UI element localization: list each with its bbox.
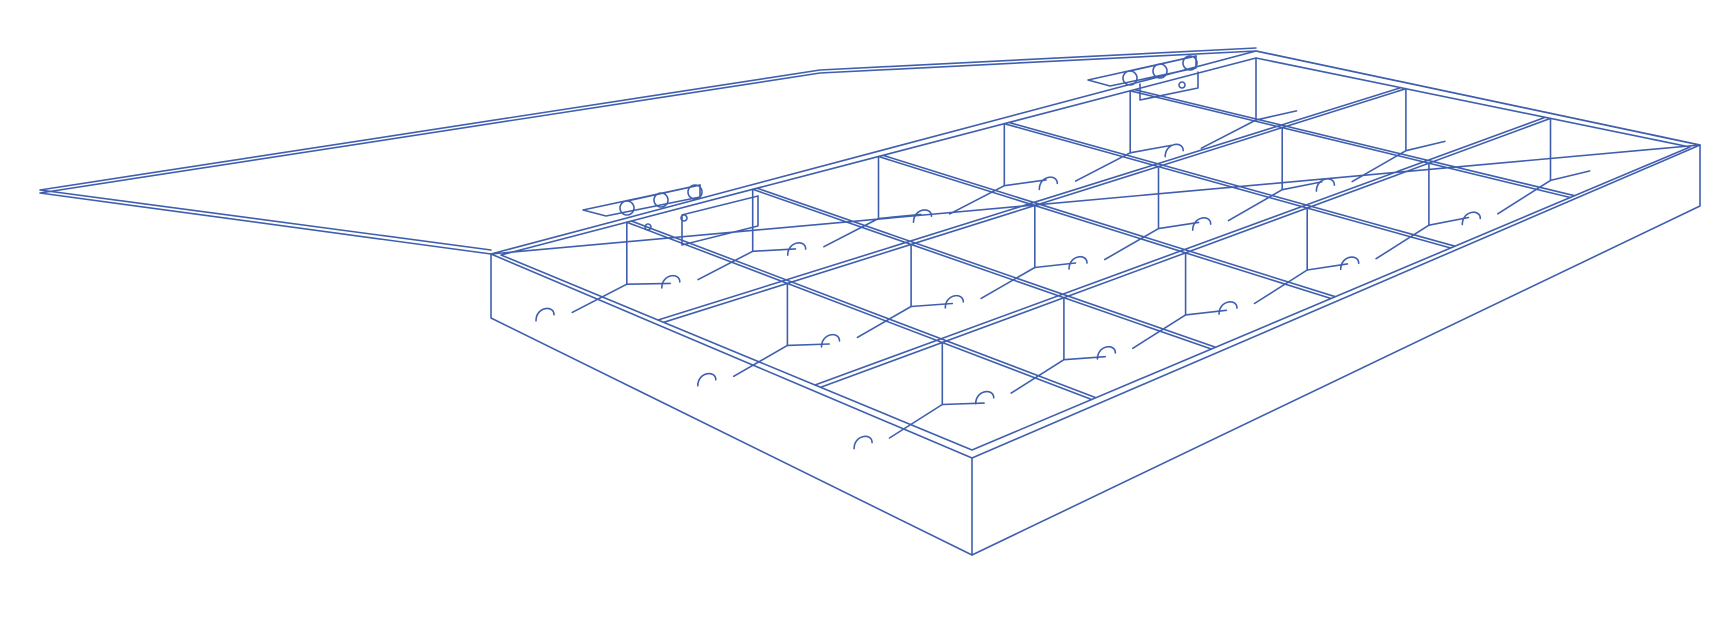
column-divider <box>1129 90 1572 199</box>
compartment-floor-line <box>941 402 985 406</box>
compartment-floor-line <box>1497 179 1552 215</box>
finger-notch <box>1461 211 1482 226</box>
compartment-floor-line <box>948 184 1006 215</box>
finger-notch <box>786 242 807 256</box>
compartment-floor-line <box>1074 152 1131 182</box>
lid <box>39 47 1701 255</box>
finger-notch <box>1096 346 1117 360</box>
hinge-knuckle <box>1182 55 1198 71</box>
hinge-screw <box>644 223 652 231</box>
finger-notch <box>535 307 555 322</box>
compartment-floor-line <box>786 343 831 347</box>
column-divider-edge <box>630 220 1097 399</box>
compartment-floor-line <box>1132 314 1187 350</box>
hinge-knuckle <box>687 184 703 200</box>
compartment-floor-line <box>1010 358 1065 394</box>
finger-notch <box>697 372 717 387</box>
compartment-floor-line <box>1200 119 1257 149</box>
finger-notch <box>1068 256 1088 270</box>
compartment-floor-line <box>1157 221 1200 230</box>
column-divider-edge <box>756 187 1217 349</box>
finger-notch <box>853 435 873 450</box>
column-divider-edge <box>882 154 1337 298</box>
finger-notch <box>912 209 933 223</box>
compartment-floor-line <box>856 305 912 339</box>
compartment-floor-line <box>1375 224 1430 260</box>
finger-notch <box>661 274 681 289</box>
finger-notch <box>974 390 995 405</box>
finger-notch <box>820 333 841 348</box>
compartment-floor-line <box>1227 188 1283 222</box>
compartment-floor-line <box>1281 181 1323 191</box>
hinge-leaf-box <box>681 195 759 246</box>
finger-notch <box>1038 176 1059 191</box>
compartment-floor-line <box>1549 170 1591 182</box>
lid-outline <box>39 50 1701 255</box>
compartment-back-walls <box>571 57 1591 439</box>
column-divider <box>751 188 1213 350</box>
hinge-screw <box>1178 81 1186 89</box>
hinge-icon <box>1087 55 1199 101</box>
finger-notch <box>944 294 965 309</box>
compartment-floor-line <box>1405 140 1446 152</box>
compartment-floor-line <box>1034 262 1077 269</box>
finger-notch <box>1218 301 1238 315</box>
compartment-dividers <box>625 86 1576 401</box>
hinge-knuckle <box>619 200 635 216</box>
hinge-pin <box>626 184 701 202</box>
finger-notch <box>1339 256 1360 271</box>
compartment-floor-line <box>1063 355 1106 361</box>
finger-notch <box>1315 178 1336 192</box>
hinge-icon <box>582 184 759 246</box>
compartment-floor-line <box>877 213 922 220</box>
lid-edge-thickness <box>39 47 1257 251</box>
compartment-floor-line <box>625 282 672 286</box>
finger-notches <box>535 143 1482 450</box>
rim-top-inner <box>500 57 1691 451</box>
hinge-knuckle <box>1122 70 1138 86</box>
hinge-screw <box>680 214 688 222</box>
hinge-right <box>1087 55 1199 101</box>
hinge-left <box>582 184 759 246</box>
compartment-floor-line <box>732 344 789 378</box>
compartment-floor-line <box>980 266 1036 300</box>
compartment-floor-line <box>823 217 880 248</box>
compartment-floor-line <box>1129 144 1172 154</box>
front-left-face <box>490 253 973 556</box>
compartment-floor-line <box>1253 269 1308 305</box>
column-divider <box>625 221 1093 401</box>
compartment-floor-line <box>1104 227 1160 261</box>
compartment-floor-line <box>888 403 944 439</box>
compartment-floor-line <box>1003 179 1047 187</box>
hinge-leaf-box <box>1139 71 1199 101</box>
finger-notch <box>1191 217 1212 231</box>
compartment-floor-line <box>571 283 628 314</box>
compartment-floor-line <box>1428 216 1470 226</box>
front-right-face <box>971 144 1701 556</box>
column-divider-edge <box>1008 121 1456 247</box>
compartment-floor-line <box>1184 309 1228 316</box>
compartment-floor-line <box>697 250 754 281</box>
hinge-pin <box>1129 55 1197 72</box>
column-divider-edge <box>1133 88 1576 197</box>
column-divider <box>877 155 1332 300</box>
column-divider <box>1003 122 1452 249</box>
compartment-floor-line <box>1255 110 1298 121</box>
compartment-floor-line <box>1351 149 1407 183</box>
finger-notch <box>1164 143 1184 158</box>
